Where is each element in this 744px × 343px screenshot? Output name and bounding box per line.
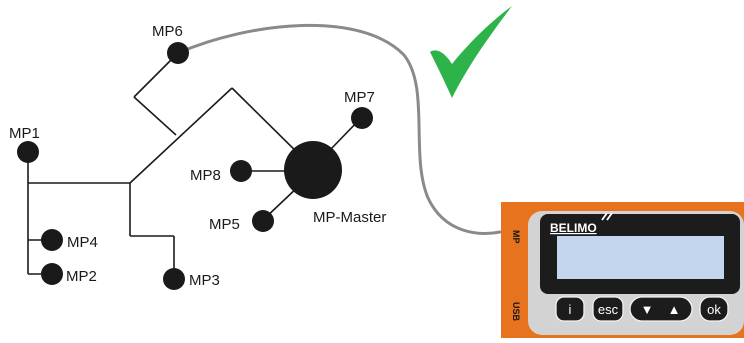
mp1-label: MP1 — [9, 125, 40, 142]
mp3-node — [163, 268, 185, 290]
display-screen — [557, 236, 724, 279]
up-arrow-icon[interactable]: ▲ — [668, 302, 681, 317]
info-button[interactable]: i — [555, 296, 585, 322]
brand-mark-icon — [601, 212, 613, 221]
arrow-buttons[interactable]: ▼ ▲ — [629, 296, 693, 322]
mp5-label: MP5 — [209, 216, 240, 233]
brand-logo: BELIMO — [550, 221, 597, 235]
mp2-label: MP2 — [66, 268, 97, 285]
mp8-label: MP8 — [190, 167, 221, 184]
ok-button-label: ok — [707, 302, 721, 317]
mp7-label: MP7 — [344, 89, 375, 106]
mp4-label: MP4 — [67, 234, 98, 251]
mp-master-label: MP-Master — [313, 209, 386, 226]
info-button-label: i — [569, 302, 572, 317]
esc-button-label: esc — [598, 302, 619, 317]
mp-port-label: MP — [511, 230, 521, 244]
checkmark-icon — [430, 6, 512, 98]
belimo-device: BELIMO MP USB i esc ▼ ▲ ok — [501, 202, 744, 338]
mp1-node — [17, 141, 39, 163]
mp5-node — [252, 210, 274, 232]
connection-cable — [176, 23, 502, 235]
mp7-node — [351, 107, 373, 129]
esc-button[interactable]: esc — [592, 296, 624, 322]
mp6-label: MP6 — [152, 23, 183, 40]
mp3-label: MP3 — [189, 272, 220, 289]
mp8-node — [230, 160, 252, 182]
usb-port-label: USB — [511, 302, 521, 322]
mp-master-node — [284, 141, 342, 199]
ok-button[interactable]: ok — [699, 296, 729, 322]
mp4-node — [41, 229, 63, 251]
mp2-node — [41, 263, 63, 285]
mp6-node — [167, 42, 189, 64]
down-arrow-icon[interactable]: ▼ — [641, 302, 654, 317]
